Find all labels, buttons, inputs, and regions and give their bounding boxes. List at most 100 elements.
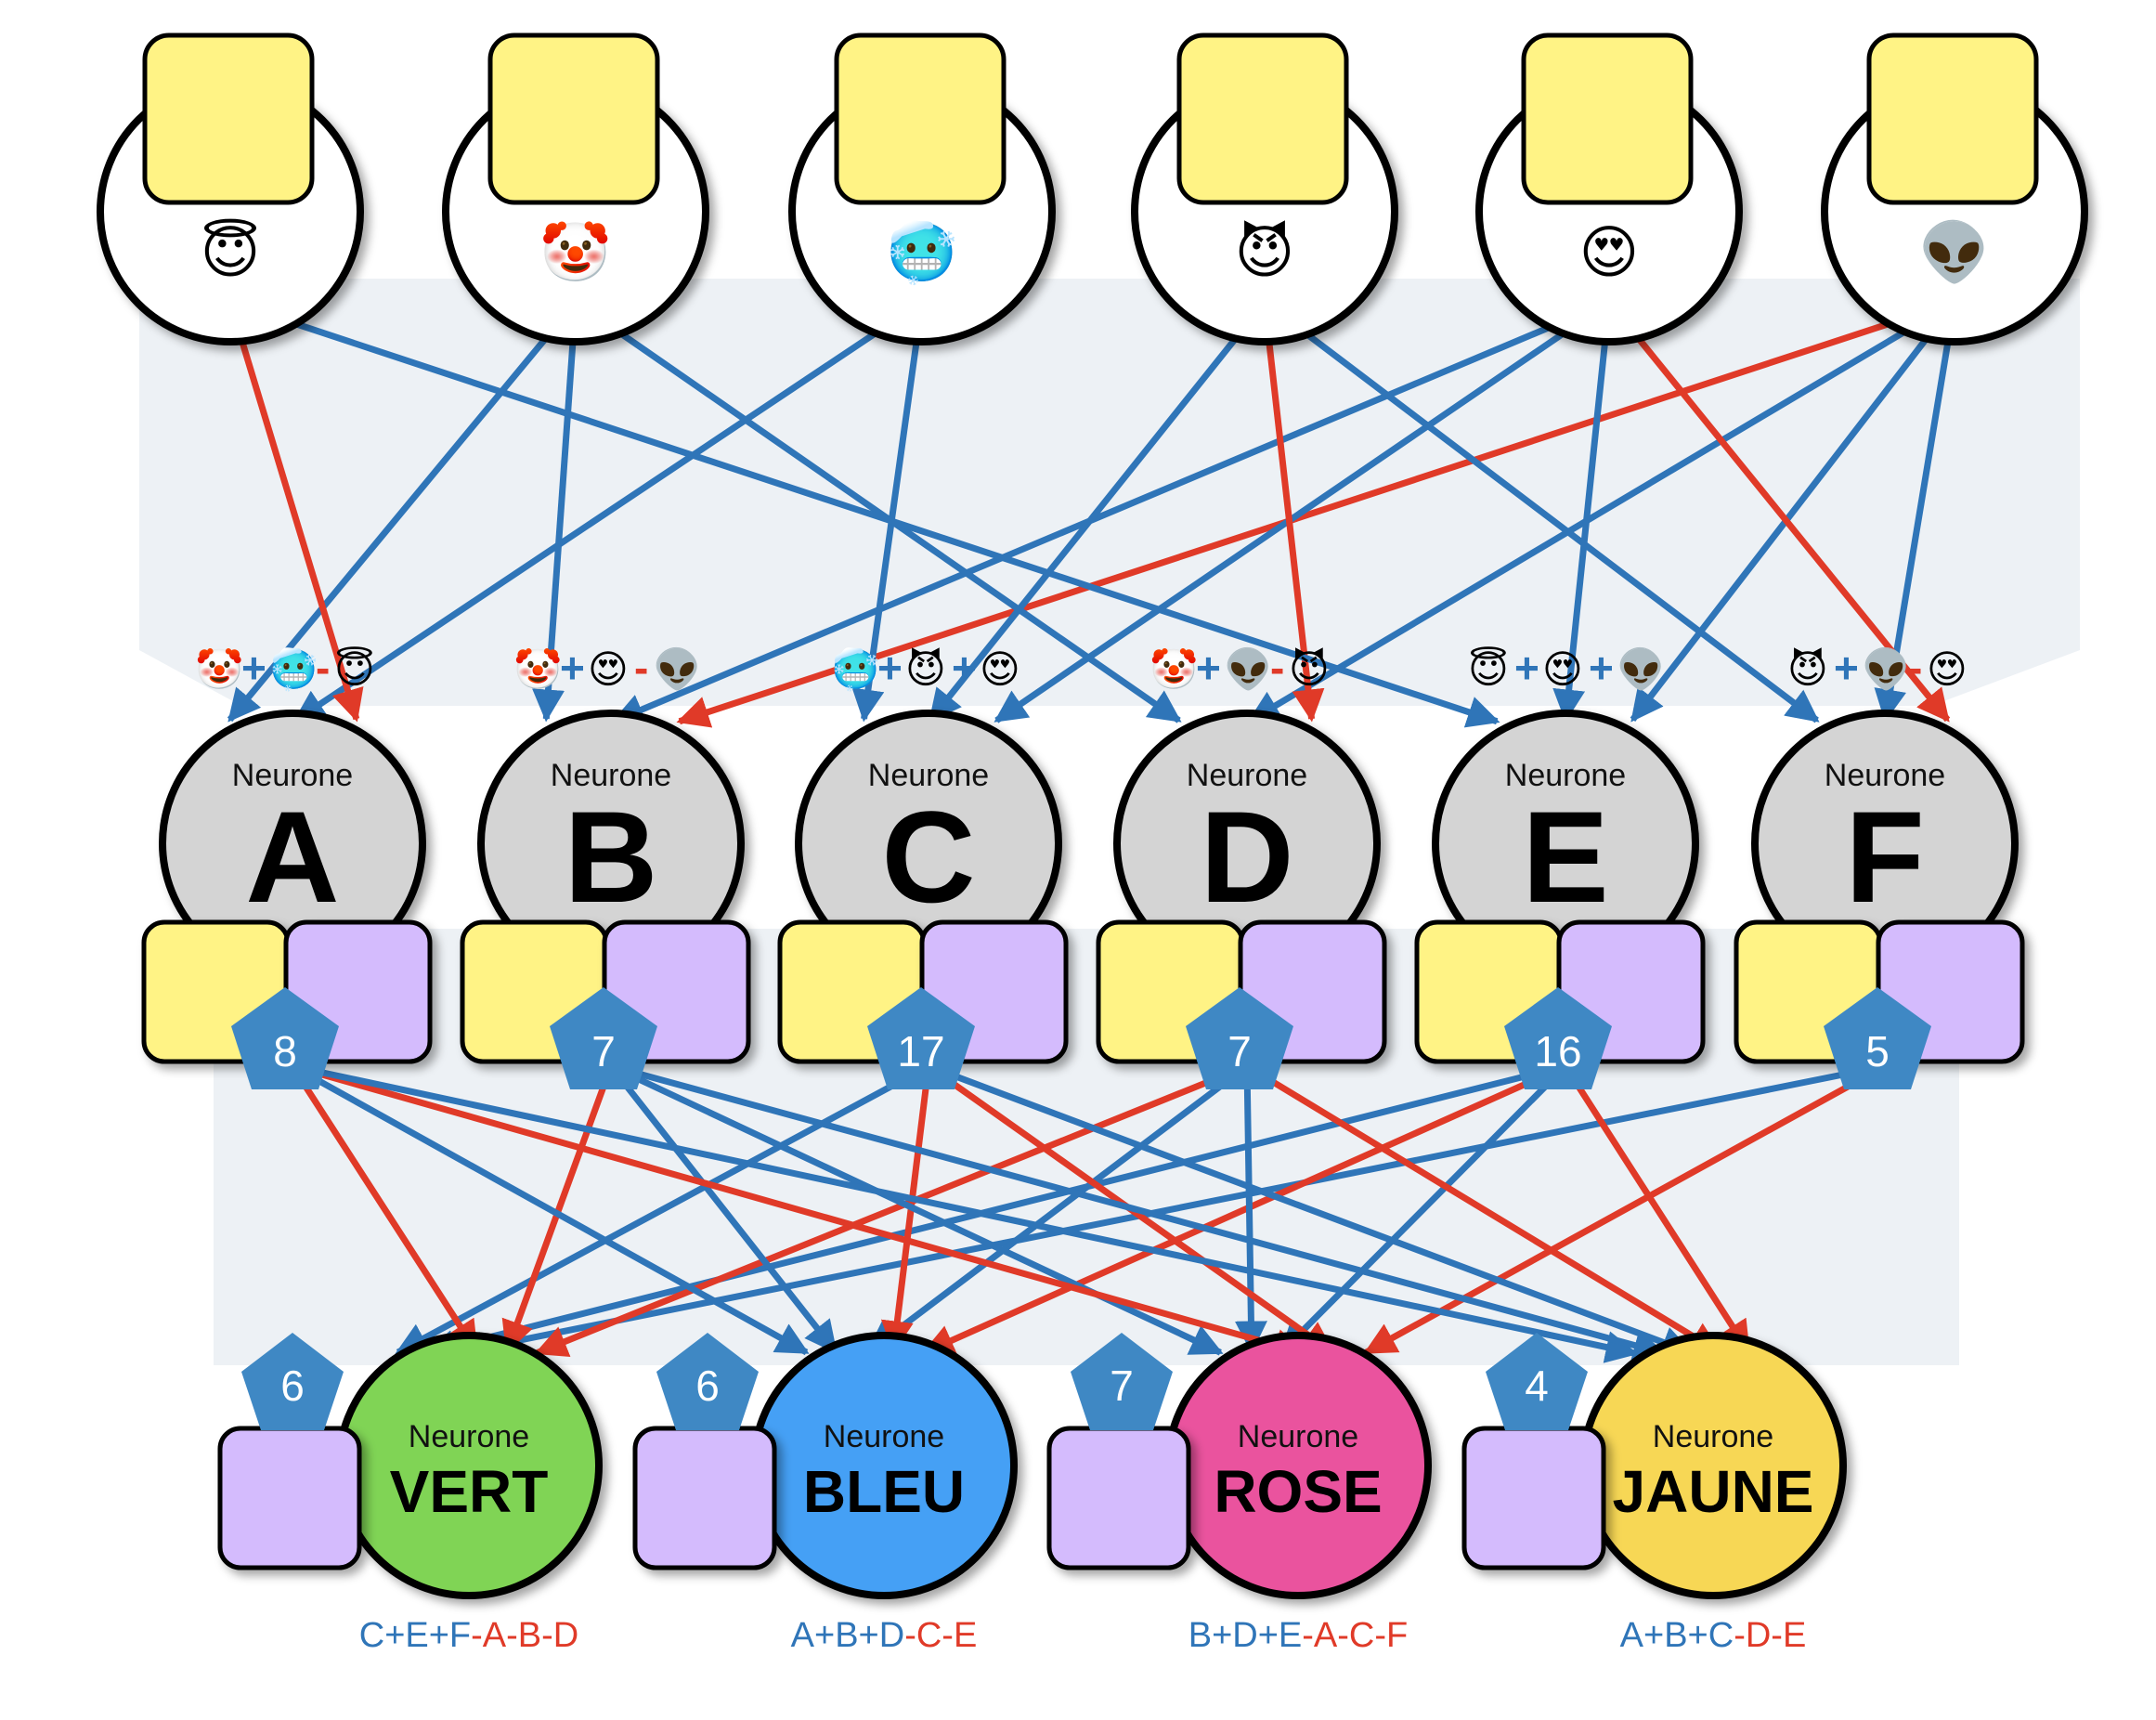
connection-A-to-BLEU bbox=[291, 1062, 810, 1356]
badge-value: 7 bbox=[1227, 1027, 1252, 1075]
formula-positive-terms: B+D+E bbox=[1188, 1616, 1303, 1655]
neuron-name: ROSE bbox=[1214, 1458, 1382, 1525]
input-to-hidden-connections bbox=[227, 319, 1955, 728]
clown-face-icon: 🤡 bbox=[513, 646, 562, 692]
connection-C-to-JAUNE bbox=[927, 1062, 1695, 1358]
pentagon-badge bbox=[550, 987, 657, 1089]
smiling-devil-icon: 😈 bbox=[1289, 646, 1330, 692]
smiling-devil-icon: 😈 bbox=[1787, 646, 1828, 692]
heart-eyes-face-icon: 😍 bbox=[1927, 646, 1968, 692]
neuron-word: Neurone bbox=[1238, 1419, 1358, 1454]
cold-face-icon: 🥶 bbox=[886, 217, 957, 287]
connection-D-to-VERT bbox=[534, 1062, 1249, 1357]
badge-value: 16 bbox=[1534, 1027, 1581, 1075]
connection-hearts-to-F bbox=[1623, 320, 1951, 723]
plus-sign: + bbox=[241, 644, 266, 692]
neuron-name: JAUNE bbox=[1613, 1458, 1814, 1525]
hidden-to-output-connections bbox=[290, 1062, 1887, 1364]
alien-icon: 👽 bbox=[1224, 645, 1272, 692]
yellow-card bbox=[1176, 33, 1349, 205]
plus-sign: + bbox=[1196, 644, 1221, 692]
plus-sign: + bbox=[1834, 644, 1859, 692]
minus-sign: - bbox=[1908, 644, 1922, 692]
connection-hearts-to-E bbox=[1552, 322, 1611, 723]
neuron-letter: D bbox=[1200, 784, 1293, 930]
formula-negative-terms: -A-C-F bbox=[1302, 1616, 1408, 1655]
heart-eyes-face-icon: 😍 bbox=[1579, 218, 1640, 286]
formula-negative-terms: -C-E bbox=[904, 1616, 977, 1655]
neuron-letter: A bbox=[245, 784, 339, 930]
input-neuron-alien: 👽 bbox=[1821, 33, 2088, 345]
smiling-face-with-halo-icon: 😇 bbox=[334, 646, 375, 692]
connection-B-to-BLEU bbox=[608, 1063, 838, 1354]
connection-D-to-ROSE bbox=[1234, 1065, 1267, 1354]
connection-D-to-JAUNE bbox=[1245, 1063, 1722, 1355]
connection-A-to-JAUNE bbox=[292, 1062, 1639, 1363]
neuron-letter: E bbox=[1522, 784, 1608, 930]
connection-A-to-VERT bbox=[290, 1064, 479, 1354]
connection-E-to-JAUNE bbox=[1563, 1064, 1751, 1354]
pentagon-badge bbox=[241, 1333, 344, 1430]
input-neuron-devil: 😈 bbox=[1131, 33, 1398, 345]
yellow-card bbox=[142, 33, 315, 205]
smiling-devil-icon: 😈 bbox=[905, 646, 946, 692]
pentagon-badge bbox=[1486, 1333, 1588, 1430]
connection-B-to-JAUNE bbox=[610, 1062, 1667, 1362]
heart-eyes-face-icon: 😍 bbox=[980, 646, 1020, 692]
plus-sign: + bbox=[877, 644, 903, 692]
connection-C-to-VERT bbox=[395, 1062, 930, 1356]
connection-devil-to-C bbox=[928, 320, 1251, 723]
input-neuron-clown: 🤡 bbox=[442, 33, 709, 345]
input-neuron-hearts: 😍 bbox=[1475, 33, 1743, 345]
output-layer: NeuroneVERT6C+E+F-A-B-DNeuroneBLEU6A+B+D… bbox=[217, 1332, 1847, 1655]
formula-E: 😇+😍+👽 bbox=[1468, 644, 1665, 692]
pentagon-badge bbox=[656, 1333, 759, 1430]
purple-card bbox=[217, 1426, 362, 1570]
minus-sign: - bbox=[634, 644, 648, 692]
connection-F-to-VERT bbox=[450, 1062, 1886, 1364]
badge-value: 7 bbox=[1110, 1362, 1134, 1410]
connection-cold-to-A bbox=[292, 320, 893, 723]
formula-C: 🥶+😈+😍 bbox=[831, 644, 1020, 693]
output-formula: A+B+D-C-E bbox=[791, 1616, 978, 1655]
input-neuron-angel: 😇 bbox=[97, 33, 364, 345]
cold-face-icon: 🥶 bbox=[831, 645, 879, 693]
badge-value: 7 bbox=[591, 1027, 616, 1075]
badge-value: 8 bbox=[273, 1027, 297, 1075]
alien-icon: 👽 bbox=[1862, 645, 1910, 692]
formula-positive-terms: C+E+F bbox=[359, 1616, 471, 1655]
neuron-word: Neurone bbox=[1825, 758, 1945, 793]
neuron-word: Neurone bbox=[1187, 758, 1307, 793]
output-formula: B+D+E-A-C-F bbox=[1188, 1616, 1409, 1655]
clown-face-icon: 🤡 bbox=[539, 218, 611, 286]
neuron-word: Neurone bbox=[1653, 1419, 1773, 1454]
input-neuron-cold: 🥶 bbox=[788, 33, 1056, 345]
formula-negative-terms: -A-B-D bbox=[471, 1616, 578, 1655]
neuron-word: Neurone bbox=[232, 758, 353, 793]
alien-icon: 👽 bbox=[1617, 645, 1665, 692]
connection-B-to-VERT bbox=[501, 1064, 615, 1354]
connection-E-to-BLEU bbox=[921, 1062, 1567, 1356]
formula-D: 🤡+👽-😈 bbox=[1149, 644, 1330, 692]
smiling-face-with-halo-icon: 😇 bbox=[201, 218, 261, 286]
clown-face-icon: 🤡 bbox=[195, 646, 243, 692]
smiling-devil-icon: 😈 bbox=[1235, 218, 1295, 286]
yellow-card bbox=[487, 33, 660, 205]
connection-devil-to-F bbox=[1290, 320, 1820, 723]
badge-value: 17 bbox=[897, 1027, 944, 1075]
heart-eyes-face-icon: 😍 bbox=[588, 646, 629, 692]
connection-B-to-ROSE bbox=[609, 1062, 1224, 1356]
pentagon-badge bbox=[1071, 1333, 1173, 1430]
smiling-face-with-halo-icon: 😇 bbox=[1468, 646, 1509, 692]
pentagon-badge bbox=[231, 987, 339, 1089]
plus-sign: + bbox=[1514, 644, 1539, 692]
connection-A-to-ROSE bbox=[292, 1062, 1307, 1362]
neuron-name: VERT bbox=[390, 1458, 549, 1525]
